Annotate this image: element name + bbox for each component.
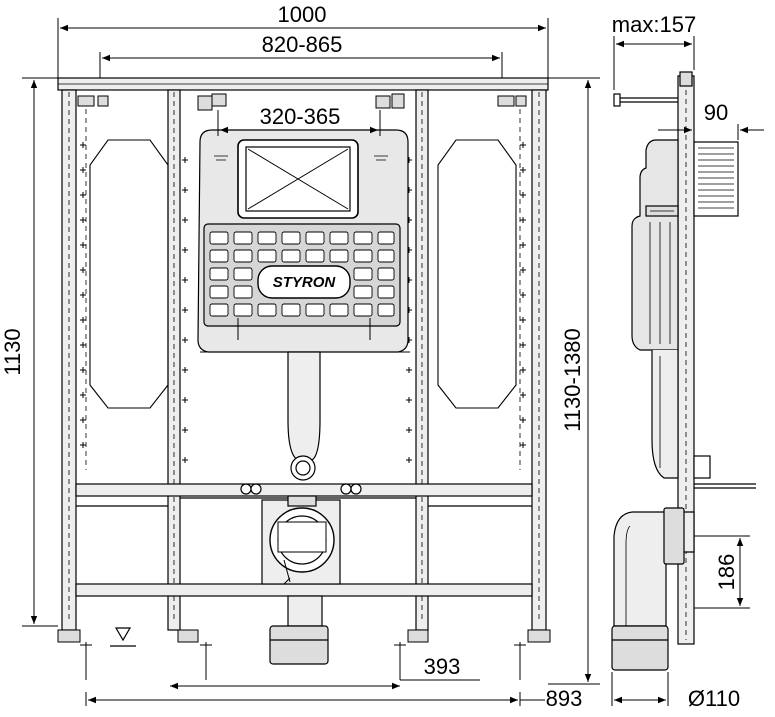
logo-plate — [257, 265, 351, 299]
dim-inner-width: 320-365 — [260, 104, 341, 129]
flush-pipe — [287, 351, 321, 461]
side-dimension-lines — [611, 36, 764, 706]
dim-cistern-depth: 90 — [704, 100, 728, 125]
side-view — [611, 71, 756, 671]
lower-cross-rail — [75, 583, 533, 597]
dim-outlet-offset: 393 — [424, 654, 461, 679]
middle-cross-rail — [75, 483, 533, 497]
right-side-panel — [437, 139, 517, 409]
right-upright — [531, 89, 547, 631]
dim-pipe-diameter: Ø110 — [688, 686, 740, 711]
side-outlet-socket — [611, 625, 669, 671]
dim-overall-width: 1000 — [278, 2, 327, 27]
dim-frame-height: 1130 — [0, 328, 25, 375]
side-cistern — [631, 139, 679, 351]
inner-left-upright — [167, 89, 181, 631]
bottom-outlet-pipe — [269, 625, 329, 665]
left-side-panel — [89, 139, 169, 409]
front-view: STYRON — [57, 77, 551, 680]
dim-outlet-height: 186 — [714, 554, 739, 591]
side-actuator-box — [693, 141, 739, 217]
logo-text: STYRON — [273, 274, 337, 291]
dim-adjustable-width: 820-865 — [262, 32, 343, 57]
dim-adjustable-height: 1130-1380 — [560, 328, 585, 432]
front-dimension-lines — [22, 18, 600, 706]
inner-right-upright — [415, 89, 429, 631]
dim-bottom-width: 893 — [546, 686, 583, 711]
left-upright — [61, 89, 77, 631]
dim-max-depth: max:157 — [612, 12, 696, 37]
